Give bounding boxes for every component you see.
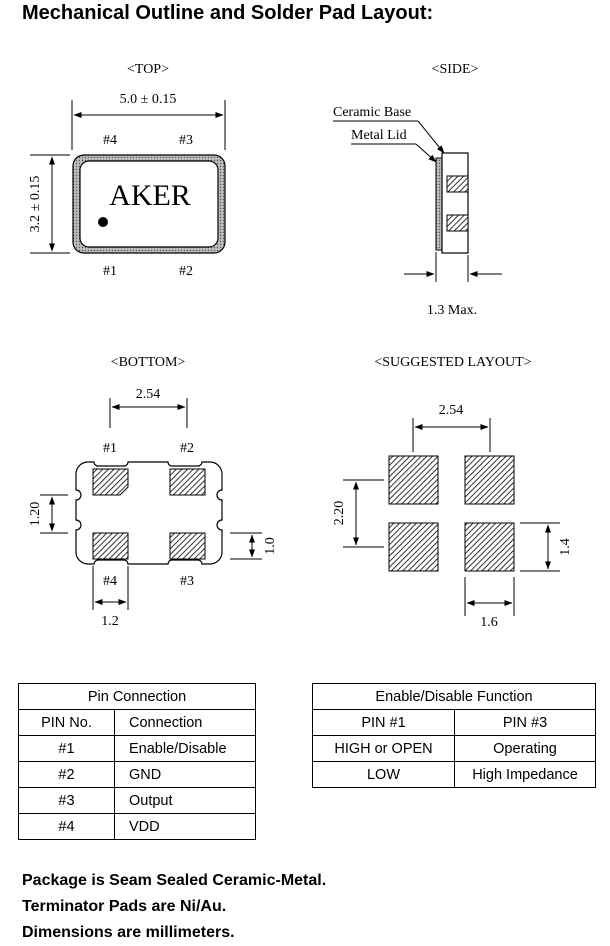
- side-pad-lower: [446, 214, 469, 232]
- pin-1-dot-icon: [98, 217, 108, 227]
- bottom-pitch-dimension: 2.54: [136, 387, 161, 402]
- pin-number-cell: #2: [18, 761, 115, 788]
- layout-pad-bottom-right: [464, 522, 515, 572]
- bottom-pin-1-label: #1: [103, 441, 117, 456]
- bottom-pad-height-dimension: 1.0: [263, 537, 278, 555]
- pin-connection-table: Pin Connection PIN No. Connection #1 Ena…: [18, 683, 256, 840]
- pin1-state-cell: HIGH or OPEN: [312, 735, 455, 762]
- note-units: Dimensions are millimeters.: [22, 924, 235, 941]
- enable-table-header-pin3: PIN #3: [454, 709, 596, 736]
- pin-number-cell: #1: [18, 735, 115, 762]
- bottom-pad-3: [169, 532, 206, 560]
- pin1-state-cell: LOW: [312, 761, 455, 788]
- layout-pitch-dimension: 2.54: [439, 403, 464, 418]
- mechanical-drawing: <TOP> 5.0 ± 0.15 3.2 ± 0.15 #4 #3 #1 #2 …: [28, 62, 573, 630]
- enable-table-header-pin1: PIN #1: [312, 709, 455, 736]
- side-metal-lid: [435, 157, 443, 251]
- bottom-height-dimension: 1.20: [28, 502, 43, 527]
- bottom-view-heading: <BOTTOM>: [111, 355, 186, 370]
- bottom-pin-2-label: #2: [180, 441, 194, 456]
- table-row: #4 VDD: [18, 813, 256, 840]
- side-view: <SIDE> Ceramic Base Metal Lid 1.3 Max.: [333, 62, 502, 318]
- top-height-dimension: 3.2 ± 0.15: [28, 176, 43, 233]
- enable-table-title: Enable/Disable Function: [312, 683, 596, 710]
- table-row: #1 Enable/Disable: [18, 735, 256, 762]
- bottom-pin-3-label: #3: [180, 574, 194, 589]
- table-row: #3 Output: [18, 787, 256, 814]
- pin-number-cell: #3: [18, 787, 115, 814]
- connection-cell: Enable/Disable: [114, 735, 256, 762]
- top-pin-1-label: #1: [103, 264, 117, 279]
- page-title: Mechanical Outline and Solder Pad Layout…: [22, 2, 434, 24]
- pin-table-title: Pin Connection: [18, 683, 256, 710]
- top-view: <TOP> 5.0 ± 0.15 3.2 ± 0.15 #4 #3 #1 #2 …: [28, 62, 226, 279]
- side-pad-upper: [446, 175, 469, 193]
- connection-cell: Output: [114, 787, 256, 814]
- connection-cell: VDD: [114, 813, 256, 840]
- top-marking: AKER: [109, 179, 191, 212]
- table-row: #2 GND: [18, 761, 256, 788]
- metal-lid-label: Metal Lid: [351, 128, 407, 143]
- pin3-state-cell: High Impedance: [454, 761, 596, 788]
- side-view-heading: <SIDE>: [432, 62, 479, 77]
- layout-height-dimension: 2.20: [332, 501, 347, 526]
- top-metal-lid: [79, 160, 219, 248]
- layout-heading: <SUGGESTED LAYOUT>: [374, 355, 531, 370]
- top-view-heading: <TOP>: [127, 62, 169, 77]
- bottom-pad-2: [169, 468, 206, 496]
- notes: Package is Seam Sealed Ceramic-Metal. Te…: [22, 868, 326, 946]
- pin-table-header-connection: Connection: [114, 709, 256, 736]
- bottom-pad-1: [92, 468, 129, 496]
- bottom-pin-4-label: #4: [103, 574, 117, 589]
- pin-number-cell: #4: [18, 813, 115, 840]
- layout-pad-width-dimension: 1.6: [480, 615, 498, 630]
- bottom-pad-width-dimension: 1.2: [101, 614, 119, 629]
- pin3-state-cell: Operating: [454, 735, 596, 762]
- layout-pad-top-right: [464, 455, 515, 505]
- layout-pad-height-dimension: 1.4: [558, 538, 573, 556]
- pin-table-header-pin: PIN No.: [18, 709, 115, 736]
- side-thickness-dimension: 1.3 Max.: [427, 303, 477, 318]
- table-row: HIGH or OPEN Operating: [312, 735, 596, 762]
- note-pads: Terminator Pads are Ni/Au.: [22, 898, 227, 915]
- side-ceramic-base: [441, 152, 469, 254]
- top-width-dimension: 5.0 ± 0.15: [120, 92, 177, 107]
- layout-pad-top-left: [388, 455, 439, 505]
- top-pin-4-label: #4: [103, 133, 117, 148]
- bottom-pad-4: [92, 532, 129, 560]
- suggested-layout-view: <SUGGESTED LAYOUT> 2.54 2.20 1.4: [332, 355, 573, 630]
- top-pin-3-label: #3: [179, 133, 193, 148]
- note-package: Package is Seam Sealed Ceramic-Metal.: [22, 872, 327, 889]
- enable-disable-table: Enable/Disable Function PIN #1 PIN #3 HI…: [312, 683, 596, 788]
- top-pin-2-label: #2: [179, 264, 193, 279]
- bottom-view: <BOTTOM> 2.54 #1 #2 #4 #3 1.20: [28, 355, 278, 629]
- layout-pad-bottom-left: [388, 522, 439, 572]
- table-row: LOW High Impedance: [312, 761, 596, 788]
- connection-cell: GND: [114, 761, 256, 788]
- ceramic-base-label: Ceramic Base: [333, 105, 411, 120]
